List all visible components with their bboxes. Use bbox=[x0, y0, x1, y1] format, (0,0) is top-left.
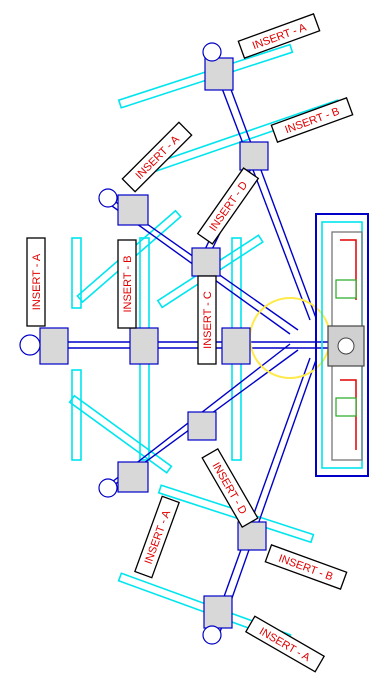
label-insert-b-vertical: INSERT - B bbox=[117, 239, 137, 329]
machine-bottom-cap bbox=[335, 397, 357, 417]
label-insert-a-upper-far: INSERT - A bbox=[237, 13, 321, 59]
label-insert-a-lower-inner: INSERT - A bbox=[134, 495, 180, 579]
ghost-mid-lower-a bbox=[68, 394, 173, 474]
label-insert-c-vertical: INSERT - C bbox=[197, 275, 217, 365]
insert-a-vertical-text: INSERT - A bbox=[31, 253, 43, 310]
ghost-vertical-a bbox=[71, 237, 82, 309]
label-insert-a-lower-far: INSERT - A bbox=[244, 615, 326, 673]
label-insert-b-lower-mid: INSERT - B bbox=[264, 544, 348, 590]
machine-block-icon bbox=[315, 213, 369, 477]
arm-upper-far bbox=[211, 61, 311, 321]
label-insert-b-upper-mid: INSERT - B bbox=[270, 97, 354, 143]
pipe-clamp-icon bbox=[19, 327, 69, 365]
machine-outer bbox=[315, 213, 369, 477]
pipe-clamp-icon bbox=[202, 595, 233, 645]
label-insert-d-upper: INSERT - D bbox=[196, 167, 260, 245]
pipe-clamp-icon bbox=[239, 141, 269, 171]
insert-b-vertical-text: INSERT - B bbox=[122, 255, 134, 312]
pipe-clamp-icon bbox=[129, 327, 159, 365]
insert-a-upper-inner-text: INSERT - A bbox=[134, 133, 183, 182]
hub-ring-icon bbox=[249, 297, 331, 379]
arm-lower-far-b bbox=[219, 359, 317, 633]
label-insert-a-upper-inner: INSERT - A bbox=[121, 121, 193, 193]
pipe-clamp-icon bbox=[191, 247, 221, 277]
pipe-clamp-icon bbox=[202, 42, 234, 91]
pipe-clamp-icon bbox=[98, 461, 149, 498]
label-insert-a-vertical: INSERT - A bbox=[26, 237, 46, 327]
arm-upper-far-b bbox=[219, 59, 317, 319]
pipe-clamp-icon bbox=[187, 411, 217, 441]
pipe-frame bbox=[28, 59, 346, 633]
ghost-vertical-a-low bbox=[71, 369, 82, 461]
insert-c-vertical-text: INSERT - C bbox=[202, 291, 214, 349]
pipe-clamp-icon bbox=[221, 327, 251, 365]
pipe-clamp-icon bbox=[98, 188, 149, 226]
arm-lower-far bbox=[211, 357, 311, 631]
machine-top-cap bbox=[335, 279, 357, 299]
machine-hub-icon bbox=[337, 337, 355, 355]
insert-d-upper-text: INSERT - D bbox=[207, 179, 250, 233]
